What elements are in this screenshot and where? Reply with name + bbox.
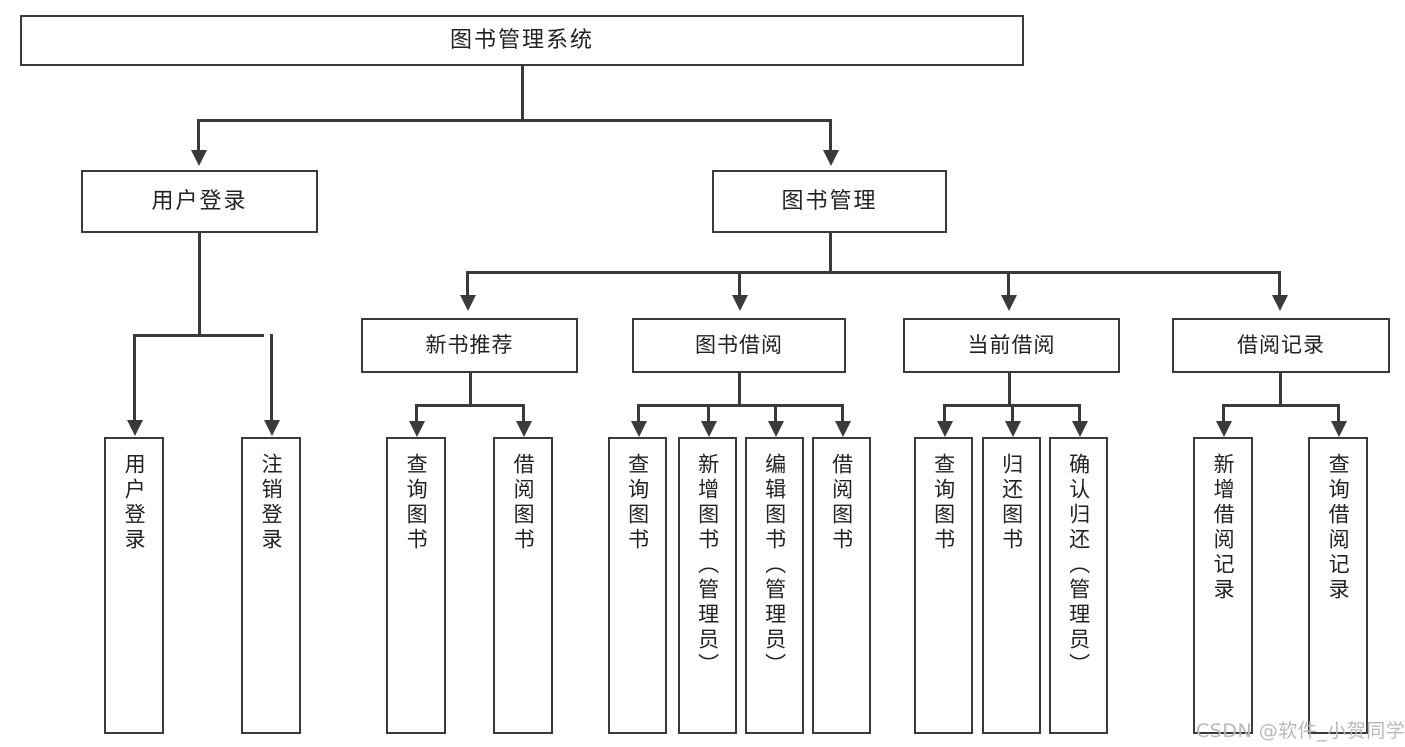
connector-drop-leaf-user-login-2	[270, 334, 273, 422]
node-book-management[interactable]: 图书管理	[712, 170, 947, 233]
node-label: 当前借阅	[967, 333, 1056, 358]
node-label: 借阅图书	[511, 453, 536, 553]
node-label: 新增借阅记录	[1211, 453, 1236, 603]
leaf-user-login-logout[interactable]: 注销登录	[241, 437, 301, 734]
connector-level3-bus	[466, 271, 1278, 274]
connector-borrow-record-bus	[1222, 404, 1339, 407]
leaf-nbr-borrow-book[interactable]: 借阅图书	[493, 437, 553, 734]
leaf-bb-add-book-admin[interactable]: 新增图书（管理员）	[678, 437, 737, 734]
watermark-text: CSDN @软件_小贺同学	[1196, 720, 1405, 742]
node-label: 借阅记录	[1237, 333, 1325, 358]
node-label: 借阅图书	[829, 453, 854, 553]
connector-current-borrow-stem	[1008, 373, 1011, 406]
node-label: 用户登录	[151, 188, 248, 214]
arrow-to-bb-2	[701, 421, 717, 437]
arrow-to-new-book-recommend	[460, 295, 476, 311]
leaf-bb-query-book[interactable]: 查询图书	[608, 437, 667, 734]
leaf-nbr-query-book[interactable]: 查询图书	[386, 437, 446, 734]
arrow-to-cb-3	[1072, 421, 1088, 437]
node-label: 确认归还（管理员）	[1066, 453, 1091, 678]
node-label: 查询图书	[404, 453, 429, 553]
arrow-to-user-login	[191, 150, 207, 166]
node-label: 查询借阅记录	[1326, 453, 1351, 603]
connector-user-login-bus	[133, 334, 264, 337]
leaf-br-add-record[interactable]: 新增借阅记录	[1193, 437, 1253, 734]
leaf-cb-return-book[interactable]: 归还图书	[982, 437, 1041, 734]
connector-drop-nbr-1	[415, 404, 418, 423]
connector-drop-leaf-user-login-1	[133, 334, 136, 422]
connector-drop-book-management	[829, 119, 832, 152]
node-label: 图书管理系统	[449, 27, 594, 53]
connector-drop-book-borrow	[738, 271, 741, 297]
node-label: 新增图书（管理员）	[695, 453, 720, 678]
leaf-bb-borrow-book[interactable]: 借阅图书	[812, 437, 871, 734]
arrow-to-borrow-record	[1272, 295, 1288, 311]
node-label: 用户登录	[122, 453, 147, 553]
connector-drop-cb-2	[1011, 404, 1014, 423]
connector-book-borrow-stem	[738, 373, 741, 406]
arrow-to-cb-2	[1005, 421, 1021, 437]
connector-new-book-recommend-stem	[469, 373, 472, 406]
node-label: 查询图书	[625, 453, 650, 553]
arrow-to-bb-1	[631, 421, 647, 437]
leaf-user-login-login[interactable]: 用户登录	[104, 437, 164, 734]
node-label: 新书推荐	[425, 333, 514, 358]
connector-drop-cb-1	[943, 404, 946, 423]
leaf-cb-confirm-return-admin[interactable]: 确认归还（管理员）	[1049, 437, 1108, 734]
arrow-to-book-borrow	[732, 295, 748, 311]
node-label: 编辑图书（管理员）	[762, 453, 787, 678]
node-book-borrow[interactable]: 图书借阅	[632, 318, 846, 373]
node-label: 注销登录	[259, 453, 284, 553]
connector-new-book-recommend-bus	[415, 404, 525, 407]
connector-drop-current-borrow	[1007, 271, 1010, 297]
leaf-bb-edit-book-admin[interactable]: 编辑图书（管理员）	[745, 437, 804, 734]
connector-book-borrow-bus	[637, 404, 843, 407]
node-label: 图书借阅	[695, 333, 783, 358]
connector-drop-borrow-record	[1278, 271, 1281, 297]
node-label: 归还图书	[999, 453, 1024, 553]
node-user-login[interactable]: 用户登录	[81, 170, 318, 233]
connector-drop-br-1	[1222, 404, 1225, 423]
arrow-to-br-1	[1216, 421, 1232, 437]
node-root-book-management-system[interactable]: 图书管理系统	[20, 15, 1024, 66]
node-new-book-recommend[interactable]: 新书推荐	[361, 318, 578, 373]
connector-level2-bus	[197, 119, 830, 122]
node-label: 图书管理	[781, 188, 878, 214]
connector-drop-bb-2	[707, 404, 710, 423]
connector-borrow-record-stem	[1279, 373, 1282, 406]
arrow-to-leaf-user-login-1	[127, 420, 143, 436]
connector-drop-cb-3	[1078, 404, 1081, 423]
node-borrow-record[interactable]: 借阅记录	[1172, 318, 1390, 373]
connector-drop-user-login	[197, 119, 200, 152]
connector-book-management-stem	[829, 233, 832, 273]
arrow-to-bb-4	[835, 421, 851, 437]
arrow-to-nbr-1	[409, 421, 425, 437]
connector-drop-br-2	[1337, 404, 1340, 423]
arrow-to-book-management	[823, 150, 839, 166]
connector-root-stem	[521, 66, 524, 120]
arrow-to-nbr-2	[516, 421, 532, 437]
leaf-br-query-record[interactable]: 查询借阅记录	[1308, 437, 1368, 734]
arrow-to-bb-3	[768, 421, 784, 437]
arrow-to-leaf-user-login-2	[264, 420, 280, 436]
connector-drop-bb-1	[637, 404, 640, 423]
node-label: 查询图书	[931, 453, 956, 553]
node-current-borrow[interactable]: 当前借阅	[903, 318, 1120, 373]
arrow-to-cb-1	[937, 421, 953, 437]
connector-drop-bb-3	[774, 404, 777, 423]
arrow-to-current-borrow	[1001, 295, 1017, 311]
connector-drop-nbr-2	[522, 404, 525, 423]
arrow-to-br-2	[1331, 421, 1347, 437]
connector-drop-new-book-recommend	[466, 271, 469, 297]
connector-user-login-stem	[198, 233, 201, 336]
connector-drop-bb-4	[841, 404, 844, 423]
leaf-cb-query-book[interactable]: 查询图书	[914, 437, 973, 734]
